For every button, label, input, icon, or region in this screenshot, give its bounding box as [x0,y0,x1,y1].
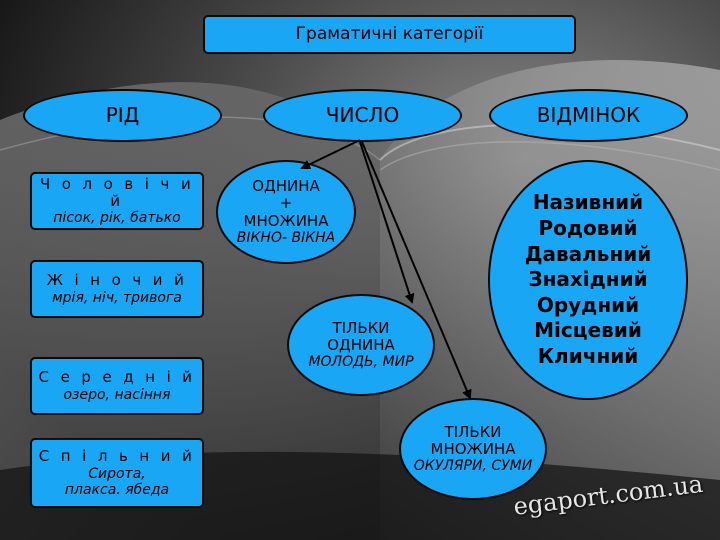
header-number-label: ЧИСЛО [325,103,400,127]
header-case-label: ВІДМІНОК [536,103,641,127]
gender-masculine-name: Ч о л о в і ч и й [39,174,195,210]
gender-neuter-examples: озеро, насіння [63,386,171,403]
number-sp-examples: ВІКНО- ВІКНА [236,229,336,246]
number-singular-plural-oval: ОДНИНА + МНОЖИНА ВІКНО- ВІКНА [216,160,356,264]
gender-masculine-box: Ч о л о в і ч и й пісок, рік, батько [30,172,204,230]
case-item: Орудний [536,292,640,317]
number-so-line1: ТІЛЬКИ [332,318,390,337]
cases-oval: Називний Родовий Давальний Знахідний Ору… [488,160,688,400]
number-sp-line3: МНОЖИНА [243,211,329,230]
case-item: Місцевий [534,318,642,343]
gender-feminine-name: Ж і н о ч и й [46,271,188,290]
gender-common-box: С п і л ь н и й Сирота, плакса. ябеда [30,438,204,508]
number-po-line2: МНОЖИНА [430,439,516,458]
number-so-examples: МОЛОДЬ, МИР [308,354,414,371]
gender-masculine-examples: пісок, рік, батько [53,210,181,227]
number-plural-only-oval: ТІЛЬКИ МНОЖИНА ОКУЛЯРИ, СУМИ [399,398,547,500]
gender-common-examples-line2: плакса. ябеда [64,481,170,498]
header-gender-label: РІД [105,103,140,127]
header-gender: РІД [23,89,222,142]
number-sp-line2: + [279,194,293,213]
header-case: ВІДМІНОК [489,89,688,142]
number-so-line2: ОДНИНА [327,335,395,354]
header-number: ЧИСЛО [263,89,462,142]
case-item: Знахідний [528,267,648,292]
gender-feminine-box: Ж і н о ч и й мрія, ніч, тривога [30,260,204,318]
gender-common-examples-line1: Сирота, [88,465,146,482]
case-item: Називний [532,190,644,215]
case-item: Давальний [524,241,652,266]
title-box: Граматичні категорії [203,15,576,54]
title-text: Граматичні категорії [295,23,484,44]
gender-neuter-box: С е р е д н і й озеро, насіння [30,357,204,415]
number-po-line1: ТІЛЬКИ [444,422,502,441]
gender-neuter-name: С е р е д н і й [38,368,196,387]
case-item: Кличний [537,343,639,368]
gender-common-name: С п і л ь н и й [38,447,196,466]
gender-feminine-examples: мрія, ніч, тривога [52,289,182,306]
number-sp-line1: ОДНИНА [252,177,320,196]
case-item: Родовий [538,216,638,241]
number-singular-only-oval: ТІЛЬКИ ОДНИНА МОЛОДЬ, МИР [287,294,435,396]
number-po-examples: ОКУЛЯРИ, СУМИ [413,458,533,475]
